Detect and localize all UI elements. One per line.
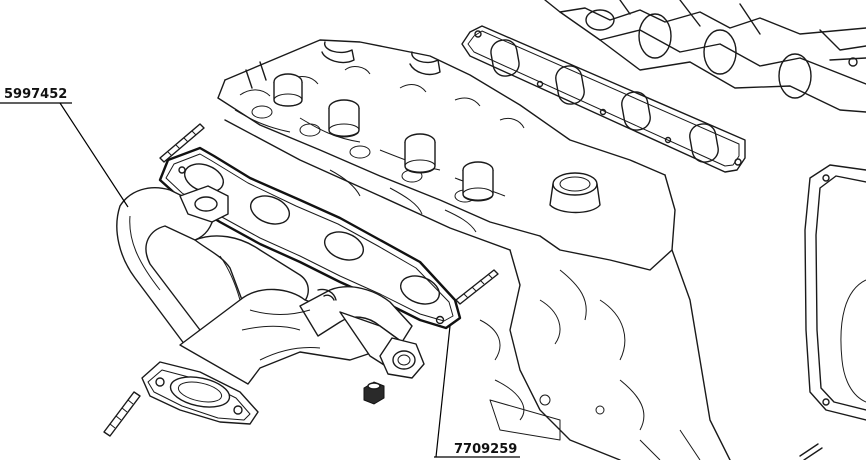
label-5997452: 5997452 <box>4 87 67 102</box>
valve-followers <box>273 73 494 202</box>
callout-exhaust-manifold: 5997452 <box>0 87 129 208</box>
manifold-outlet-flange <box>141 361 259 425</box>
intake-manifold <box>544 0 866 113</box>
stud-right <box>455 269 499 305</box>
label-7709259: 7709259 <box>454 442 517 457</box>
exhaust-manifold-gasket <box>158 146 462 330</box>
side-cover <box>799 164 866 460</box>
callout-exhaust-gasket: 7709259 <box>434 325 520 458</box>
exhaust-manifold <box>116 185 425 425</box>
manifold-studs <box>103 123 499 437</box>
intake-gasket <box>461 25 746 173</box>
cylinder-head <box>217 39 731 460</box>
manifold-nut <box>363 381 385 405</box>
stud-lower-left <box>103 391 141 437</box>
stud-upper-left <box>159 123 205 163</box>
